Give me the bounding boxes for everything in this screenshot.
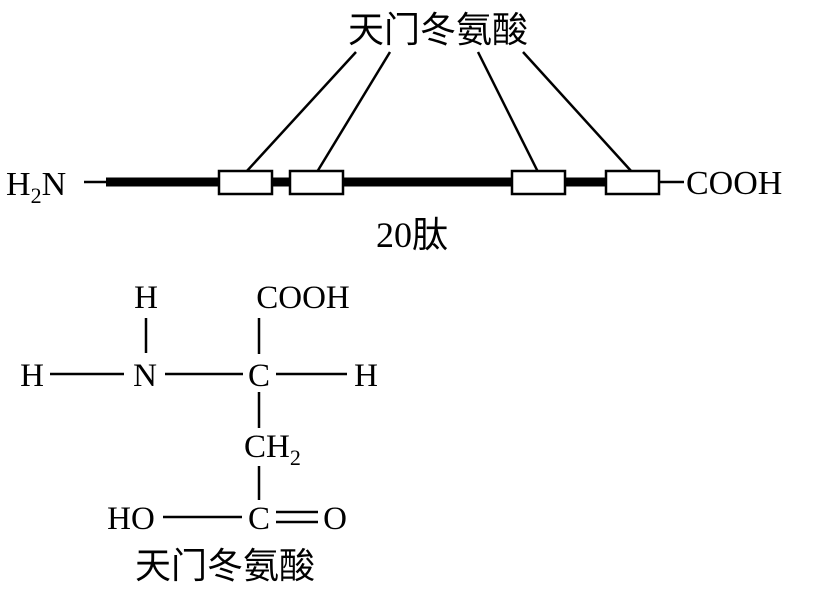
atom-o: O (323, 501, 347, 537)
atom-h-right: H (354, 358, 378, 394)
n-terminus-label: H2N (6, 166, 66, 208)
structure-bonds (50, 318, 347, 524)
atom-n: N (133, 358, 157, 394)
connector-line-1 (245, 51, 357, 173)
atom-ho: HO (107, 501, 155, 537)
atom-cooh: COOH (256, 280, 350, 316)
atom-c-alpha: C (248, 358, 270, 394)
connector-line-2 (315, 51, 392, 173)
aspartate-residue-box-2 (288, 169, 345, 196)
structure-caption: 天门冬氨酸 (135, 546, 315, 586)
atom-c-carbonyl: C (248, 501, 270, 537)
aspartic-acid-top-label: 天门冬氨酸 (348, 10, 528, 50)
c-terminus-label: COOH (686, 165, 782, 202)
atom-ch2: CH2 (244, 429, 301, 470)
label-connector-lines (245, 51, 633, 173)
connector-line-4 (522, 51, 633, 173)
aspartate-residue-box-3 (510, 169, 567, 196)
atom-h-left: H (20, 358, 44, 394)
connector-line-3 (476, 51, 540, 173)
aspartate-residue-box-1 (217, 169, 274, 196)
atom-h-top: H (134, 280, 158, 316)
peptide-caption: 20肽 (376, 215, 448, 255)
residue-boxes (217, 169, 661, 196)
aspartate-residue-box-4 (604, 169, 661, 196)
